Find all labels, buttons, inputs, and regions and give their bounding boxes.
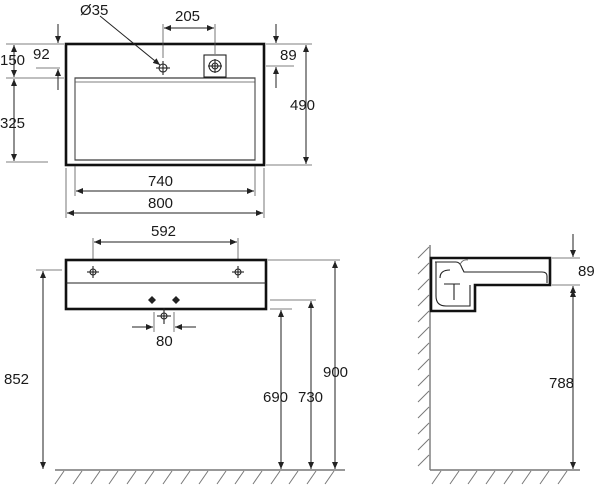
side-view: 89 788 <box>417 234 595 485</box>
label-under-rim-height: 690 <box>263 389 288 406</box>
label-overall-width: 800 <box>148 195 173 212</box>
label-depth-front-to-tap: 150 <box>0 52 25 69</box>
front-basin-body <box>64 258 268 311</box>
basin-outline <box>64 42 266 167</box>
label-inner-depth: 325 <box>0 115 25 132</box>
side-floor-hatch <box>431 470 568 485</box>
label-under-body-height: 730 <box>298 389 323 406</box>
side-basin-profile <box>429 256 552 313</box>
fixing-hole-right <box>232 266 244 278</box>
label-tap-hole-dia: Ø35 <box>80 2 108 19</box>
label-rim-depth: 89 <box>578 263 595 280</box>
waste-symbol <box>148 296 180 324</box>
label-fixing-spacing: 592 <box>151 223 176 240</box>
wall-hatch <box>417 246 430 467</box>
plan-view: Ø35 205 150 92 325 89 490 740 <box>0 2 315 218</box>
label-bowl-base-height: 788 <box>549 375 574 392</box>
label-top-height: 900 <box>323 364 348 381</box>
label-overflow-offset: 89 <box>280 47 297 64</box>
overflow-symbol <box>203 54 227 78</box>
label-depth-back-to-tap: 92 <box>33 46 50 63</box>
label-bottom-height: 852 <box>4 371 29 388</box>
front-view: 592 80 852 <box>4 223 348 485</box>
label-waste-width: 80 <box>156 333 173 350</box>
floor-hatch <box>54 470 335 485</box>
label-overall-depth: 490 <box>290 97 315 114</box>
fixing-hole-left <box>87 266 99 278</box>
label-inner-width: 740 <box>148 173 173 190</box>
tap-hole-symbol <box>156 61 170 75</box>
label-tap-offset: 205 <box>175 8 200 25</box>
